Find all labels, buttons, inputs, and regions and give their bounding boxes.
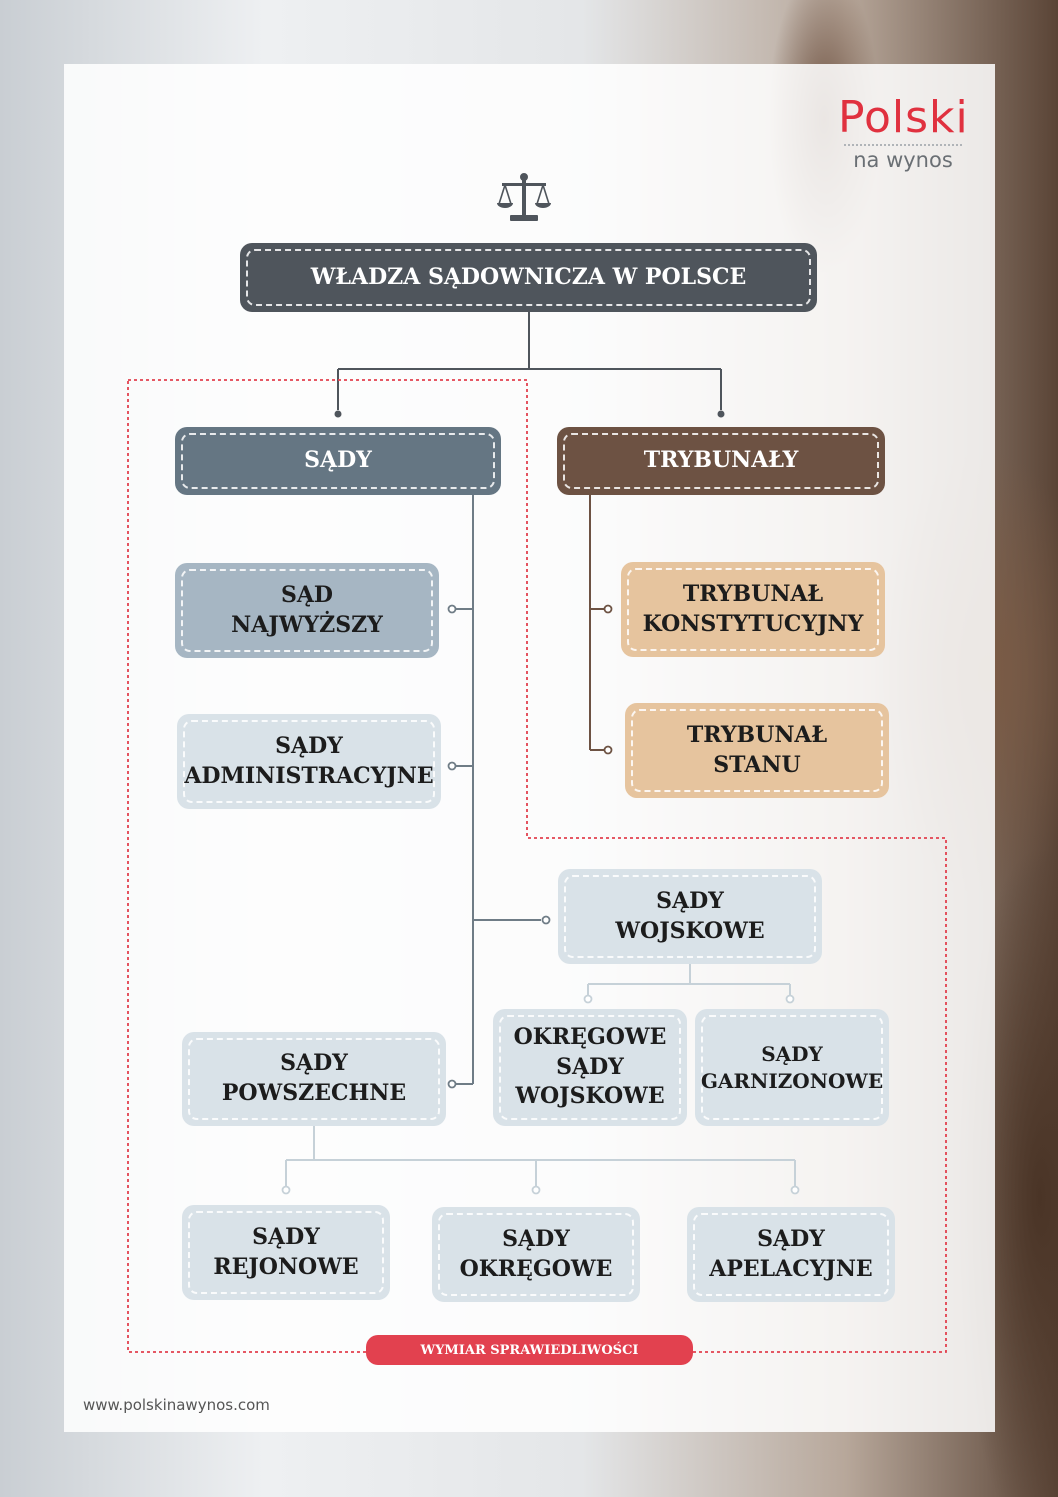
root-box[interactable]: WŁADZA SĄDOWNICZA W POLSCE — [240, 243, 817, 312]
logo-sub-text: na wynos — [844, 144, 962, 172]
box-line: SĄD — [280, 581, 334, 608]
box-line: OKRĘGOWE — [513, 1023, 667, 1050]
box-line: APELACYJNE — [709, 1255, 873, 1282]
box-line: SĄDY — [761, 1041, 823, 1066]
trybunaly-label: TRYBUNAŁY — [643, 447, 799, 474]
box-line: TRYBUNAŁ — [686, 721, 828, 748]
okregowe-sady-wojskowe-box[interactable]: OKRĘGOWE SĄDY WOJSKOWE — [493, 1009, 687, 1126]
box-line: NAJWYŻSZY — [231, 611, 383, 638]
trybunal-konstytucyjny-box[interactable]: TRYBUNAŁ KONSTYTUCYJNY — [621, 562, 885, 657]
sady-rejonowe-box[interactable]: SĄDY REJONOWE — [182, 1205, 390, 1300]
trybunal-stanu-box[interactable]: TRYBUNAŁ STANU — [625, 703, 889, 798]
sady-administracyjne-box[interactable]: SĄDY ADMINISTRACYJNE — [177, 714, 441, 809]
logo-main-text: Polski — [838, 92, 969, 143]
box-line: TRYBUNAŁ — [682, 580, 824, 607]
box-line: OKRĘGOWE — [459, 1255, 613, 1282]
sady-powszechne-box[interactable]: SĄDY POWSZECHNE — [182, 1032, 446, 1126]
sady-wojskowe-box[interactable]: SĄDY WOJSKOWE — [558, 869, 822, 964]
sad-najwyzszy-box[interactable]: SĄD NAJWYŻSZY — [175, 563, 439, 658]
box-line: SĄDY — [252, 1223, 320, 1250]
scales-icon — [497, 173, 551, 221]
website-url[interactable]: www.polskinawynos.com — [83, 1396, 270, 1414]
sady-label: SĄDY — [304, 447, 372, 474]
root-label: WŁADZA SĄDOWNICZA W POLSCE — [310, 263, 747, 290]
box-line: STANU — [713, 751, 801, 778]
brand-logo[interactable]: Polski na wynos — [838, 92, 968, 172]
box-line: SĄDY — [656, 887, 724, 914]
sady-okregowe-box[interactable]: SĄDY OKRĘGOWE — [432, 1207, 640, 1302]
wymiar-sprawiedliwosci-badge: WYMIAR SPRAWIEDLIWOŚCI — [366, 1335, 693, 1365]
box-line: REJONOWE — [213, 1253, 359, 1280]
box-line: SĄDY — [757, 1225, 825, 1252]
box-line: SĄDY — [556, 1053, 624, 1080]
sady-box[interactable]: SĄDY — [175, 427, 501, 495]
box-line: WOJSKOWE — [515, 1083, 665, 1110]
box-line: SĄDY — [502, 1225, 570, 1252]
box-line: GARNIZONOWE — [700, 1068, 884, 1093]
sady-apelacyjne-box[interactable]: SĄDY APELACYJNE — [687, 1207, 895, 1302]
box-line: POWSZECHNE — [221, 1080, 407, 1106]
box-line: ADMINISTRACYJNE — [184, 762, 434, 789]
box-line: WOJSKOWE — [615, 917, 765, 944]
trybunaly-box[interactable]: TRYBUNAŁY — [557, 427, 885, 495]
box-line: SĄDY — [280, 1050, 348, 1077]
box-line: KONSTYTUCYJNY — [642, 610, 864, 637]
box-line: SĄDY — [275, 732, 343, 759]
